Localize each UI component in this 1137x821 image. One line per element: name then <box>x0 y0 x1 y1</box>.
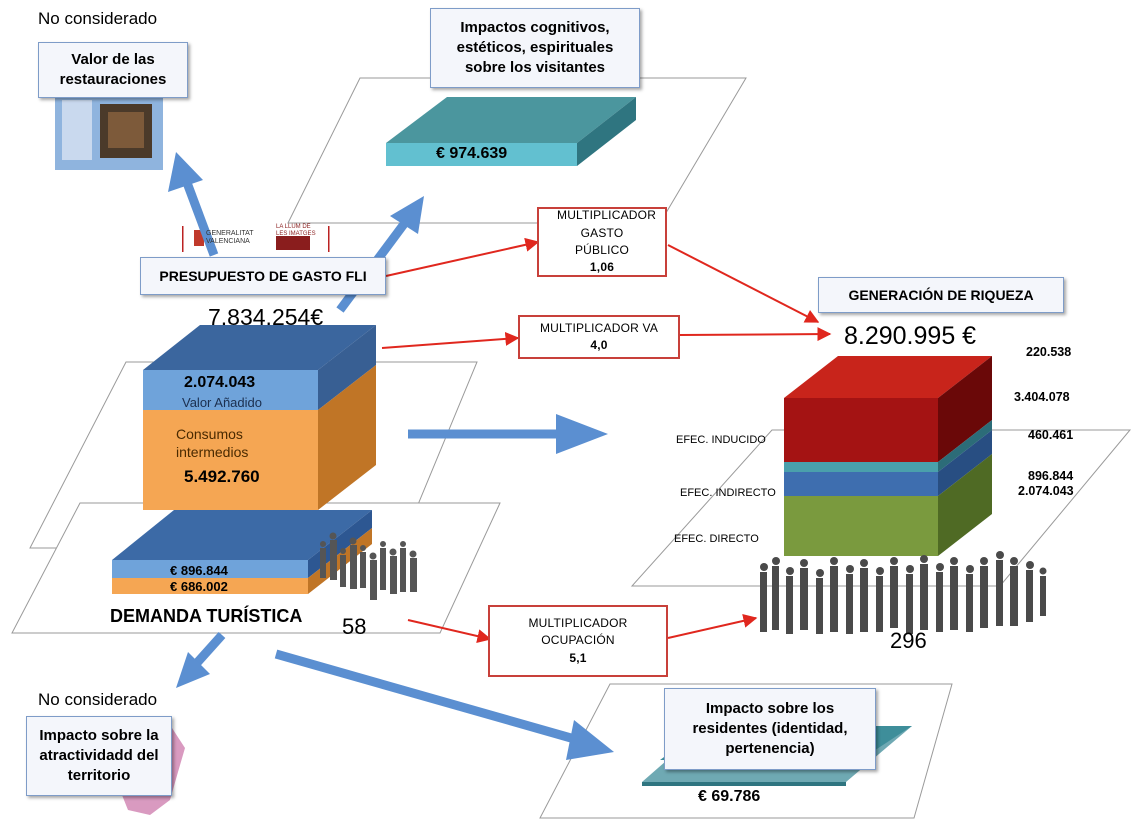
va-label: Valor Añadido <box>182 395 262 410</box>
cognitive-impacts-box: Impactos cognitivos, estéticos, espiritu… <box>430 8 640 88</box>
demand-blue-value: € 896.844 <box>170 563 228 578</box>
multiplier-gasto-publico: MULTIPLICADOR GASTO PÚBLICO 1,06 <box>537 207 667 277</box>
top-left-status: No considerado <box>38 9 158 28</box>
restorations-box: Valor de las restauraciones <box>38 42 188 98</box>
wealth-value-1: 220.538 <box>1026 345 1072 359</box>
multiplier-va: MULTIPLICADOR VA 4,0 <box>518 315 680 359</box>
multiplier-va-value: 4,0 <box>590 338 608 352</box>
red-arrows <box>381 237 832 643</box>
lalum-logo: LA LLUM DE LES IMATGES <box>276 224 316 237</box>
crowd-left <box>320 532 417 600</box>
crowd-right <box>760 551 1047 634</box>
effect-indirect: EFEC. INDIRECTO <box>680 487 776 499</box>
multiplier-ocupacion: MULTIPLICADOR OCUPACIÓN 5,1 <box>488 605 668 677</box>
budget-value: 7.834.254€ <box>208 304 324 330</box>
cube-right <box>784 356 992 556</box>
logos <box>182 226 330 252</box>
multiplier-ocupacion-value: 5,1 <box>569 650 587 665</box>
va-value: 2.074.043 <box>184 374 256 391</box>
demand-employment: 58 <box>342 614 367 639</box>
bottom-left-status: No considerado <box>38 690 158 709</box>
cube-left <box>143 325 376 510</box>
residents-value: € 69.786 <box>698 788 761 805</box>
demand-label: DEMANDA TURÍSTICA <box>110 606 303 626</box>
residents-box: Impacto sobre los residentes (identidad,… <box>664 688 876 770</box>
ci-value: 5.492.760 <box>184 467 260 486</box>
wealth-value-4: 896.844 <box>1028 469 1074 483</box>
generalitat-logo: GENERALITAT VALENCIANA <box>206 230 254 245</box>
wealth-value-2: 3.404.078 <box>1014 390 1070 404</box>
multiplier-gasto-value: 1,06 <box>589 260 615 275</box>
restoration-image <box>55 92 163 170</box>
demand-orange-value: € 686.002 <box>170 579 228 594</box>
ci-label: Consumos intermedios <box>176 426 249 461</box>
wealth-value-3: 460.461 <box>1028 428 1074 442</box>
wealth-box: GENERACIÓN DE RIQUEZA <box>818 277 1064 313</box>
effect-direct: EFEC. DIRECTO <box>674 533 759 545</box>
effect-induced: EFEC. INDUCIDO <box>676 434 766 446</box>
multiplier-gasto-title: MULTIPLICADOR GASTO PÚBLICO <box>557 208 657 257</box>
slab-top <box>386 97 636 166</box>
wealth-value-5: 2.074.043 <box>1018 484 1074 498</box>
cognitive-value: € 974.639 <box>436 145 508 162</box>
territory-box: Impacto sobre la atractividadd del terri… <box>26 716 172 796</box>
wealth-employment: 296 <box>890 628 927 653</box>
budget-box: PRESUPUESTO DE GASTO FLI <box>140 257 386 295</box>
blue-arrow-heads <box>168 152 614 760</box>
wealth-value: 8.290.995 € <box>844 322 977 350</box>
multiplier-va-title: MULTIPLICADOR VA <box>539 320 659 335</box>
multiplier-ocupacion-title: MULTIPLICADOR OCUPACIÓN <box>528 615 628 648</box>
